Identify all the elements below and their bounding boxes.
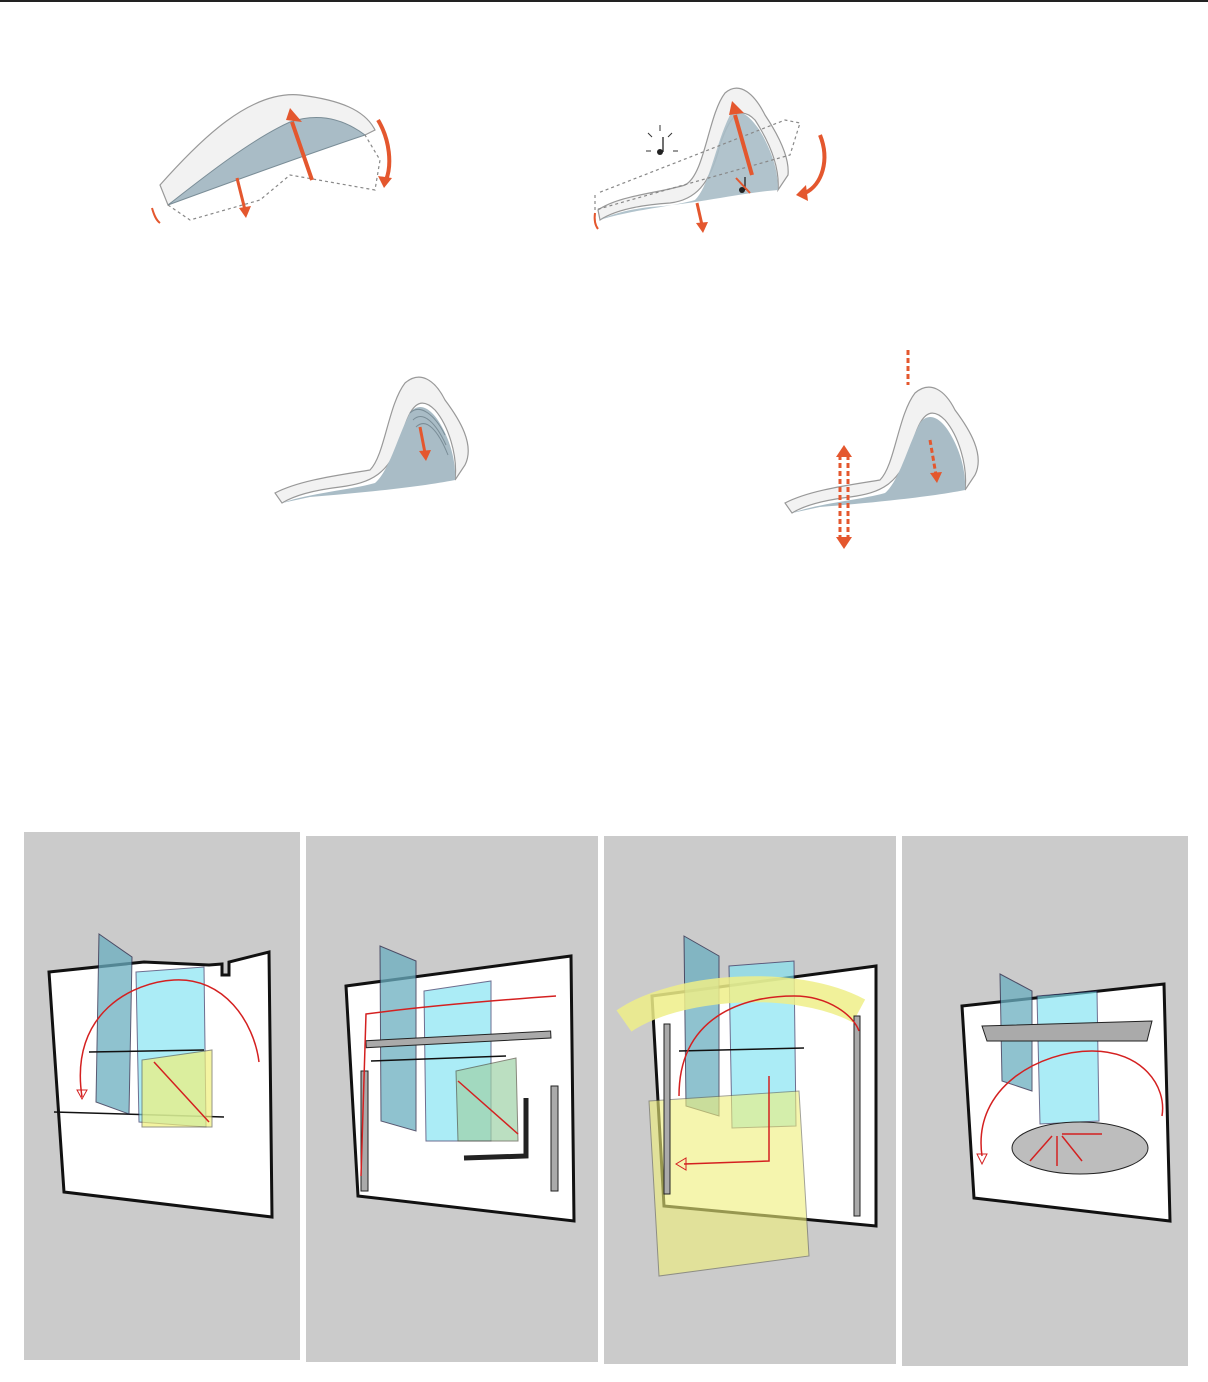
shell-sketch-1 — [140, 80, 420, 240]
down-arrow-icon — [695, 202, 708, 233]
shell-sketch-3 — [270, 365, 480, 505]
music-note-icon — [646, 125, 678, 155]
up-arrow-icon — [286, 108, 314, 181]
music-note-icon — [735, 177, 751, 194]
top-rule — [0, 0, 1208, 2]
panel-3 — [604, 836, 896, 1364]
dashed-arrow-icon — [838, 350, 938, 540]
panel-2 — [306, 836, 598, 1362]
panel-1 — [24, 832, 300, 1360]
curved-arrow-icon — [376, 118, 392, 188]
up-arrow-icon — [729, 101, 754, 176]
shell-sketch-4 — [780, 345, 1000, 560]
curved-arrow-icon — [796, 134, 827, 201]
panel-4 — [902, 836, 1188, 1366]
down-arrow-icon — [235, 177, 251, 218]
down-arrow-icon — [418, 426, 431, 461]
shell-sketch-2 — [590, 75, 840, 240]
